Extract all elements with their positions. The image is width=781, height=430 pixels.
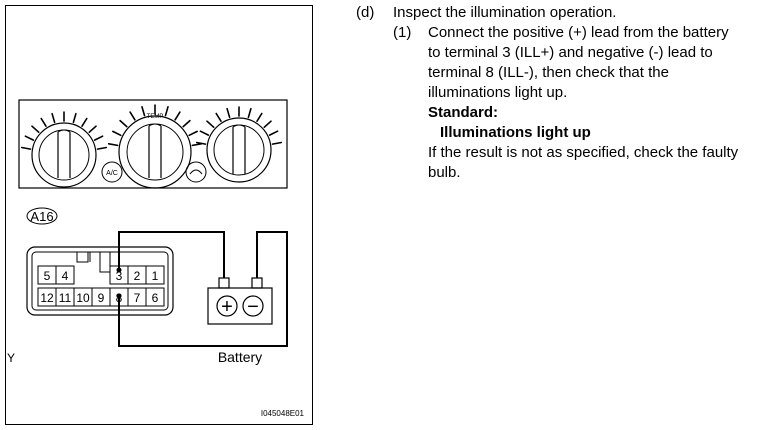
standard-label: Standard: (428, 104, 499, 121)
illumination-ray (271, 141, 283, 145)
control-panel: TEMP A/C (18, 99, 288, 189)
illumination-ray (206, 120, 215, 128)
illumination-ray (199, 130, 210, 136)
battery-minus-symbol: − (247, 296, 259, 318)
illumination-ray (40, 117, 47, 127)
negative-lead (118, 231, 288, 347)
illumination-ray (195, 141, 207, 145)
standard-value: Illuminations light up (440, 124, 591, 141)
illumination-ray (182, 119, 191, 128)
illumination-ray (119, 119, 128, 128)
temp-label: TEMP (147, 114, 164, 120)
pin-9: 9 (98, 291, 105, 305)
result-line: bulb. (428, 164, 461, 181)
illumination-ray (72, 112, 77, 124)
recirc-button (185, 161, 207, 183)
pin-5: 5 (44, 269, 51, 283)
illumination-ray (141, 106, 146, 117)
illumination-ray (20, 146, 32, 150)
step-1-number: (1) (393, 24, 412, 41)
connector-id: A16 (30, 209, 53, 224)
pin-12: 12 (40, 291, 54, 305)
battery-plus-symbol: + (221, 296, 233, 318)
pin-4: 4 (62, 269, 69, 283)
ac-button: A/C (101, 161, 123, 183)
battery-label: Battery (218, 349, 262, 365)
illumination-ray (188, 130, 198, 137)
connector-tag: A16 (26, 207, 58, 225)
pin-10: 10 (76, 291, 90, 305)
pin-1: 1 (152, 269, 159, 283)
illumination-rays (20, 104, 283, 150)
battery: + − (207, 277, 273, 325)
step-1-line: to terminal 3 (ILL+) and negative (-) le… (428, 44, 713, 61)
pin-6: 6 (152, 291, 159, 305)
ac-label: A/C (106, 170, 118, 177)
side-mark: Y (7, 351, 15, 365)
illumination-ray (107, 143, 119, 147)
step-1-line: Connect the positive (+) lead from the b… (428, 24, 729, 41)
pin-11: 11 (59, 291, 72, 305)
illumination-ray (263, 120, 272, 128)
step-1-line: terminal 8 (ILL-), then check that the (428, 64, 669, 81)
illumination-ray (215, 112, 222, 122)
step-d: (d) Inspect the illumination operation. (356, 3, 616, 23)
illumination-ray (24, 135, 35, 141)
wiring-illustration: TEMP A/C A16 (7, 99, 305, 418)
figure-frame (5, 5, 313, 425)
illumination-ray (174, 111, 181, 121)
illumination-ray (247, 107, 252, 119)
fan-knob (31, 122, 97, 188)
step-1-body: Connect the positive (+) lead from the b… (428, 23, 738, 183)
probe-tip-3 (116, 267, 122, 273)
image-code: I045048E01 (261, 409, 305, 418)
illumination-ray (31, 125, 40, 133)
illumination-ray (129, 111, 136, 121)
result-line: If the result is not as specified, check… (428, 144, 739, 161)
mode-knob (206, 117, 272, 183)
illumination-ray (51, 112, 56, 124)
step-d-number: (d) (356, 4, 375, 21)
step-d-text: Inspect the illumination operation. (393, 4, 617, 21)
illumination-ray (81, 117, 88, 127)
illumination-ray (88, 125, 97, 133)
illumination-ray (191, 143, 203, 147)
pin-3: 3 (116, 269, 123, 283)
temp-knob: TEMP (118, 114, 192, 189)
pin-2: 2 (134, 269, 141, 283)
illumination-ray (256, 112, 263, 122)
pin-7: 7 (134, 291, 141, 305)
illumination-ray (164, 106, 169, 117)
positive-lead (118, 231, 225, 278)
illumination-ray (96, 146, 108, 150)
illumination-ray (268, 130, 279, 136)
test-leads (118, 231, 288, 347)
illumination-ray (112, 130, 122, 137)
illumination-ray (93, 135, 104, 141)
connector-a16: 5 4 3 2 1 12 11 10 9 8 7 6 (26, 246, 174, 316)
probe-tip-8 (116, 293, 122, 299)
step-1-line: illuminations light up. (428, 84, 568, 101)
illumination-ray (226, 107, 231, 119)
